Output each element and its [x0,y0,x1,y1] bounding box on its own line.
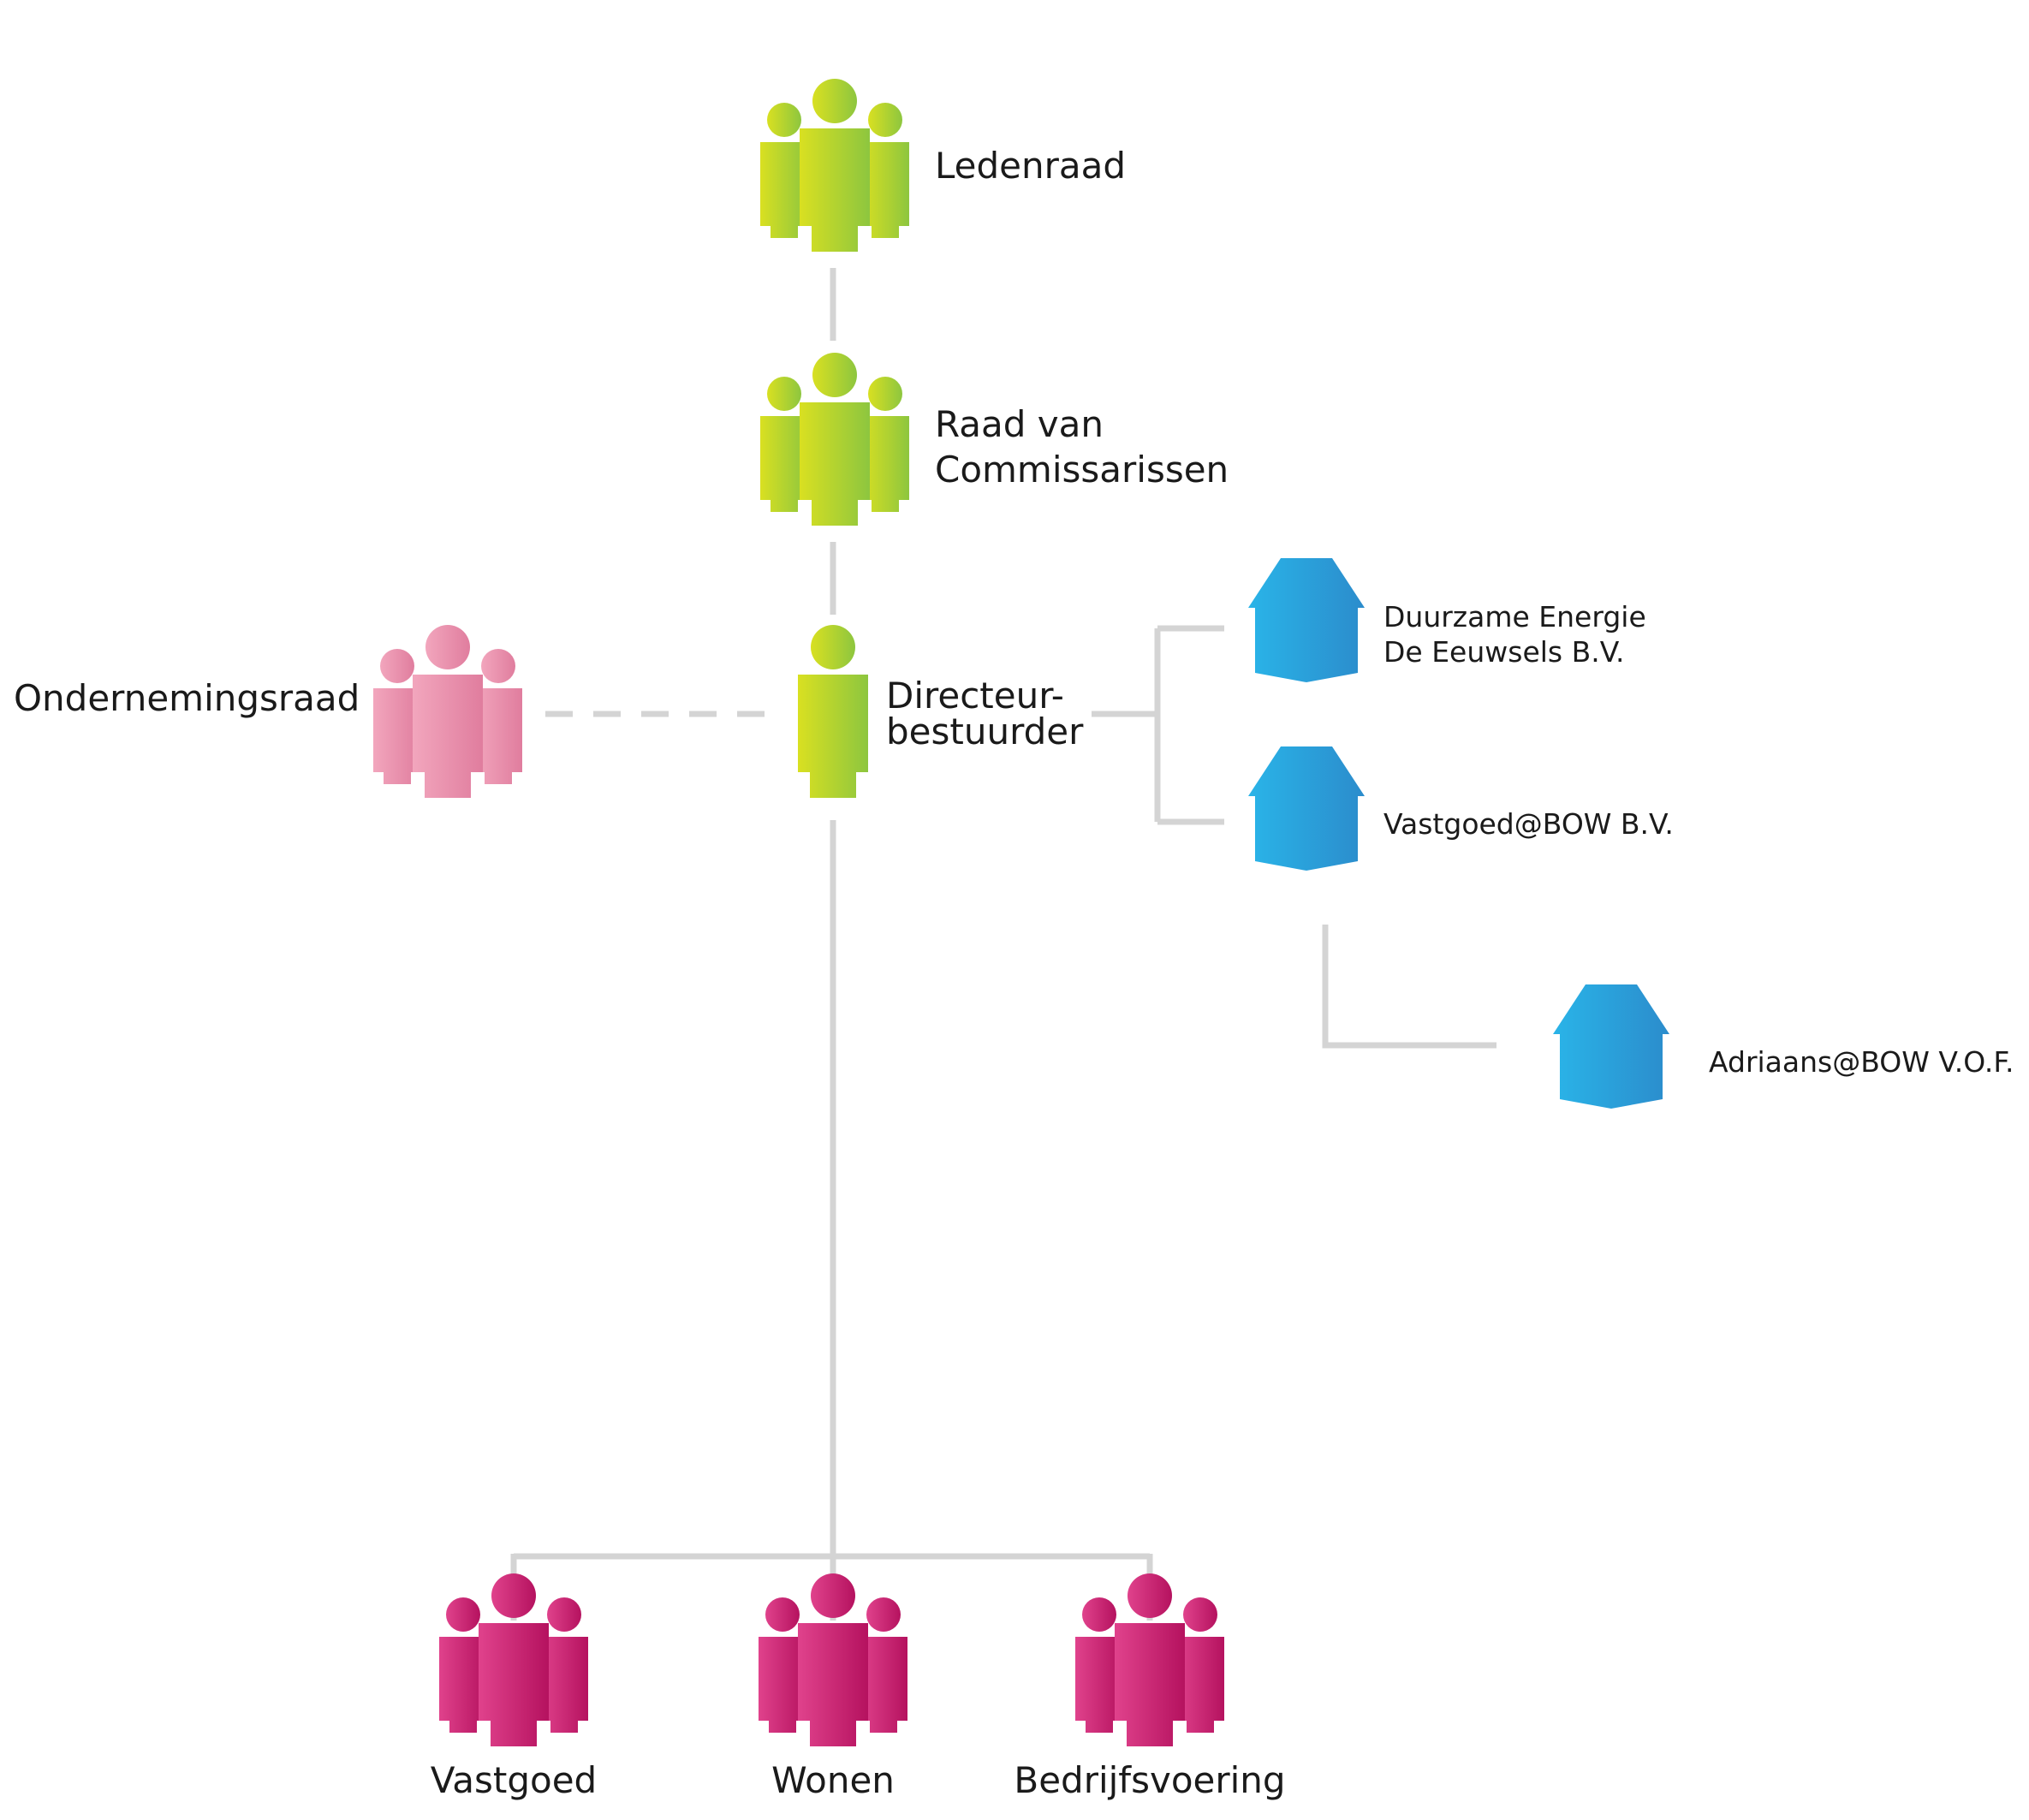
duurzame-energie-label: Duurzame Energie De Eeuwsels B.V. [1383,600,1646,669]
directeur-bestuurder-label: Directeur- bestuurder [886,675,1084,752]
line-vastgoedbow-to-adriaans [1322,925,1496,1049]
adriaans-bow-label: Adriaans@BOW V.O.F. [1709,1045,2014,1079]
house-icon [1553,984,1669,1109]
raad-van-commissarissen-label: Raad van Commissarissen [935,403,1229,491]
vastgoed-label: Vastgoed [430,1759,598,1801]
group-icon [760,79,909,252]
house-icon [1248,558,1365,682]
wonen-label: Wonen [771,1759,895,1801]
ledenraad-label: Ledenraad [935,145,1127,187]
bedrijfsvoering-label: Bedrijfsvoering [1014,1759,1286,1801]
group-icon [1075,1573,1224,1746]
vastgoed-bow-label: Vastgoed@BOW B.V. [1383,807,1674,841]
person-icon [798,625,868,798]
group-icon [373,625,522,798]
group-icon [760,353,909,526]
ondernemingsraad-label: Ondernemingsraad [14,677,360,719]
line-directeur-to-subsidiaries [1092,625,1224,825]
group-icon [439,1573,588,1746]
house-icon [1248,746,1365,871]
group-icon [759,1573,907,1746]
